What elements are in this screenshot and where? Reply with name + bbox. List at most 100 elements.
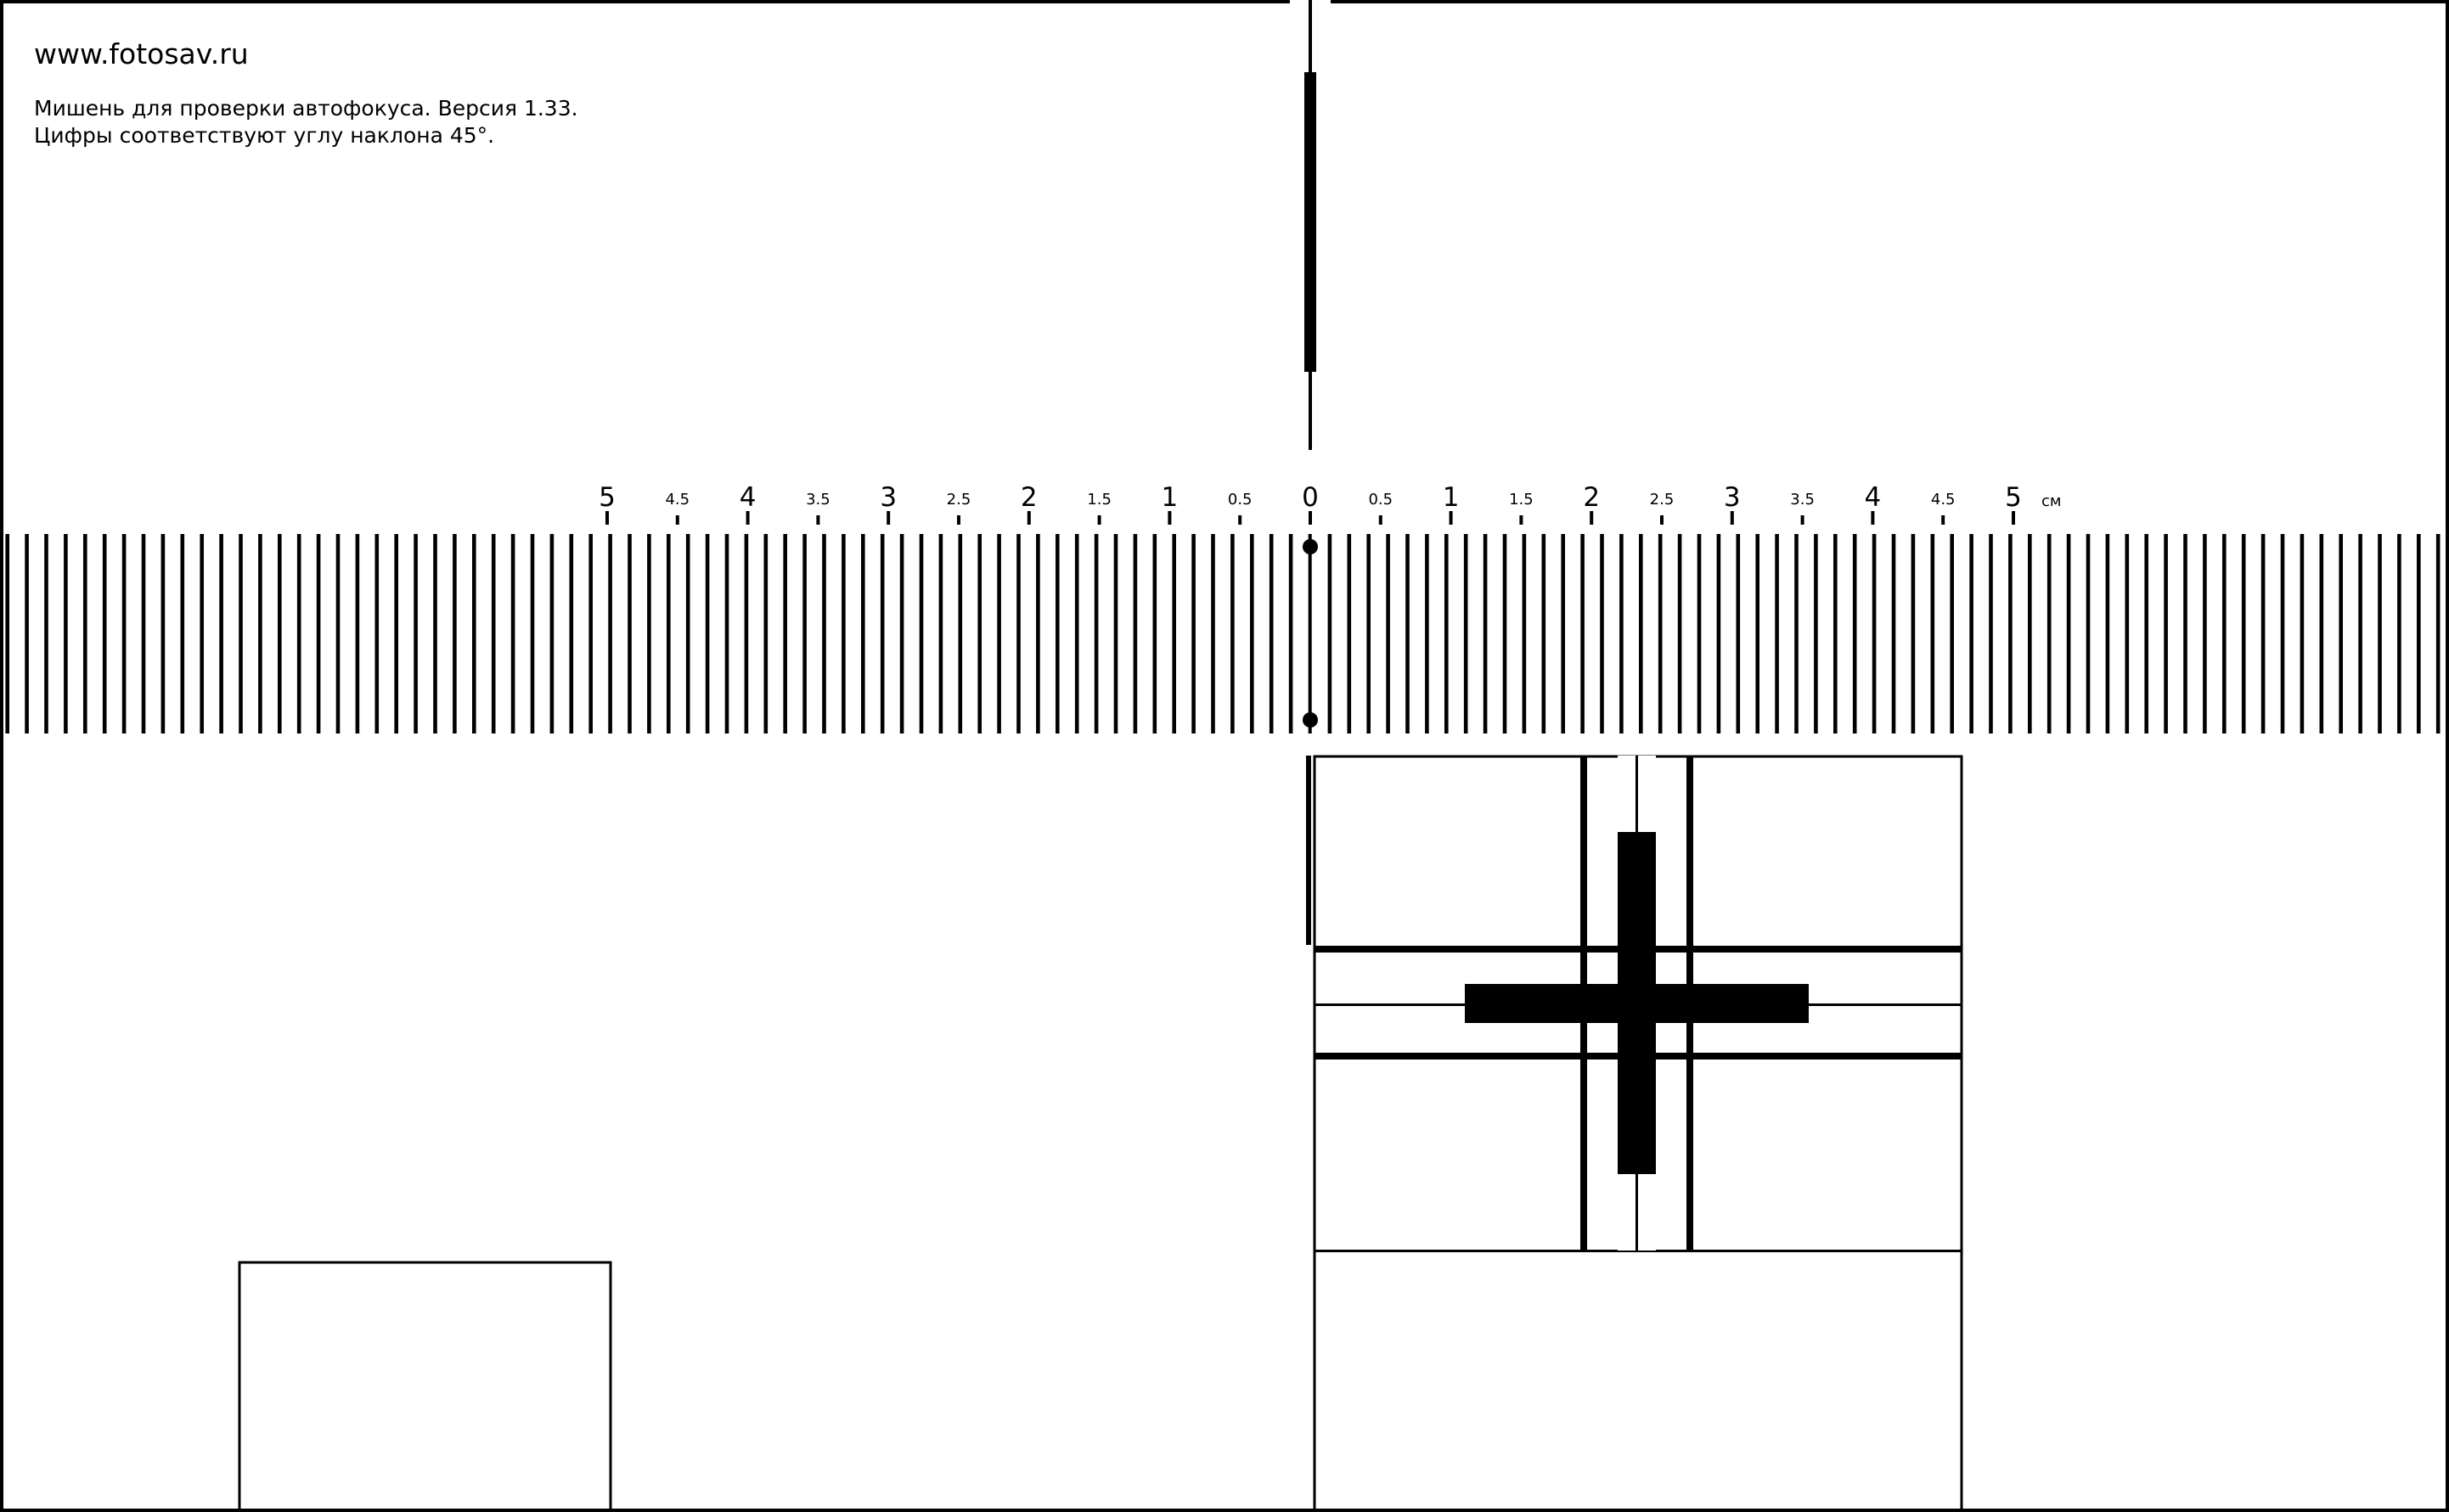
stripe [1716,534,1721,734]
stripe [433,534,437,734]
ruler-label: 3.5 [1790,491,1815,509]
ruler-label: 1 [1443,482,1460,513]
stripe [1269,534,1274,734]
stripe [1911,534,1916,734]
stripe [258,534,262,734]
ruler-tick [887,511,891,525]
stripe [1211,534,1215,734]
stripe [121,534,127,734]
stripe [705,534,710,734]
stripe [569,534,574,734]
stripe [530,534,535,734]
stripe [1444,534,1449,734]
stripe [744,534,749,734]
stripe [842,534,846,734]
ruler-tick [1519,515,1523,525]
stripe [414,534,418,734]
ruler-tick [1730,511,1734,525]
stripe [628,534,632,734]
stripe [1930,534,1935,734]
stripe [296,534,301,734]
stripe [510,534,515,734]
stripe [2028,534,2032,734]
stripe [2300,534,2305,734]
stripe [278,534,282,734]
stripe [1113,534,1118,734]
stripe [1133,534,1138,734]
stripe [141,534,146,734]
stripe [102,534,107,734]
stripe [1677,534,1682,734]
site-url: www.fotosav.ru [34,37,249,70]
description-line-1: Мишень для проверки автофокуса. Версия 1… [34,96,578,121]
ruler-label: 0.5 [1228,491,1253,509]
stripe [1463,534,1468,734]
stripe [1386,534,1390,734]
ruler-label: 2.5 [947,491,971,509]
stripe [1483,534,1488,734]
stripe [1639,534,1643,734]
stripe [1989,534,1993,734]
ruler-label: 2 [1021,482,1038,513]
stripe [1036,534,1040,734]
ruler-label: 2.5 [1650,491,1675,509]
stripe [1016,534,1021,734]
ruler-tick [1378,515,1382,525]
stripe [2164,534,2168,734]
stripe [2125,534,2130,734]
stripe [2241,534,2246,734]
stripe [1697,534,1702,734]
stripe [160,534,166,734]
ruler-tick [1871,511,1875,525]
stripe [2086,534,2091,734]
stripe [5,534,9,734]
stripe [83,534,87,734]
stripe [1250,534,1254,734]
stripe [335,534,341,734]
stripe [1405,534,1410,734]
stripe [219,534,223,734]
stripe [667,534,671,734]
stripe [783,534,787,734]
ruler-tick [1660,515,1664,525]
stripe [1872,534,1877,734]
ruler-label: 1.5 [1087,491,1112,509]
ruler-tick [957,515,960,525]
ruler-label: 0.5 [1368,491,1393,509]
stripe [2319,534,2324,734]
stripe [2203,534,2207,734]
stripe [1561,534,1565,734]
zero-dot-top [1303,539,1318,554]
ruler-tick [1309,511,1312,525]
stripe [1347,534,1352,734]
stripe-pattern [5,534,2441,734]
stripe [822,534,826,734]
zero-dot-bottom [1303,712,1318,728]
ruler-tick [2012,511,2015,525]
stripe [1172,534,1176,734]
stripe [919,534,924,734]
ruler-label: 0 [1302,482,1319,513]
stripe [899,534,904,734]
ruler-label: 2 [1583,482,1600,513]
stripe [1425,534,1429,734]
ruler-label: 3 [1724,482,1741,513]
stripe [1658,534,1663,734]
stripe [25,534,29,734]
ruler-label: 3.5 [806,491,830,509]
stripe [316,534,321,734]
stripe [938,534,943,734]
stripe [1502,534,1507,734]
stripe [1852,534,1857,734]
stripe [2066,534,2071,734]
stripe [1775,534,1779,734]
ruler-label: 1.5 [1509,491,1534,509]
stripe [1969,534,1973,734]
stripe [1950,534,1954,734]
ruler-tick [1168,511,1172,525]
stripe [64,534,68,734]
stripe [1619,534,1624,734]
ruler-tick [1238,515,1242,525]
stripe [685,534,690,734]
stripe [1327,534,1332,734]
